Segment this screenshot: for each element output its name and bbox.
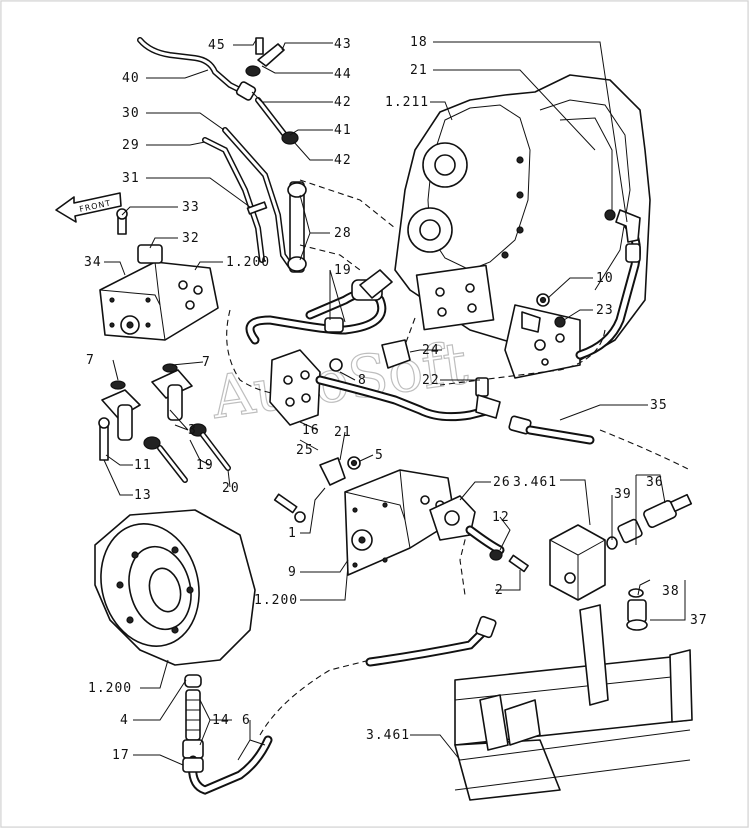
callout-32: 32 xyxy=(182,231,200,246)
callout-40: 40 xyxy=(122,71,140,86)
callout-22: 22 xyxy=(422,373,440,388)
callout-11: 11 xyxy=(134,458,152,473)
clamp-left xyxy=(143,436,161,450)
callout-8: 8 xyxy=(358,373,367,388)
motor-housing-1200 xyxy=(94,509,256,666)
bolt-1 xyxy=(273,493,298,514)
callout-34: 34 xyxy=(84,255,102,270)
valve-block-3461 xyxy=(549,524,606,601)
callout-9: 9 xyxy=(288,565,297,580)
valve-block-16 xyxy=(269,349,321,426)
callout-45: 45 xyxy=(208,38,226,53)
flange-22 xyxy=(521,311,541,333)
callout-19-lower: 19 xyxy=(196,458,214,473)
callout-28: 28 xyxy=(334,226,352,241)
fitting-42-44 xyxy=(235,37,285,101)
nut-12 xyxy=(489,549,503,561)
callout-1200-top: 1.200 xyxy=(226,255,270,270)
callout-31: 31 xyxy=(122,171,140,186)
callout-21-mid: 21 xyxy=(334,425,352,440)
washer-8 xyxy=(329,358,343,372)
callout-7-right: 7 xyxy=(202,355,211,370)
callout-19-top: 19 xyxy=(334,263,352,278)
pipe-40 xyxy=(137,37,243,93)
callout-35: 35 xyxy=(650,398,668,413)
callout-1200-bottom: 1.200 xyxy=(88,681,132,696)
fitting-36-39 xyxy=(606,493,693,550)
tube-41 xyxy=(255,97,299,145)
callout-39: 39 xyxy=(614,487,632,502)
callout-1200-mid: 1.200 xyxy=(254,593,298,608)
fitting-23 xyxy=(554,316,566,328)
callout-25: 25 xyxy=(296,443,314,458)
callout-2: 2 xyxy=(495,583,504,598)
callout-labels: 45 43 44 40 42 41 42 30 29 31 33 32 34 1… xyxy=(84,35,708,763)
callout-14: 14 xyxy=(212,713,230,728)
callout-26: 26 xyxy=(493,475,511,490)
callout-21-top: 21 xyxy=(410,63,428,78)
fittings-22-35 xyxy=(475,377,595,445)
callout-5: 5 xyxy=(375,448,384,463)
callout-38: 38 xyxy=(662,584,680,599)
flange-left xyxy=(101,380,141,441)
callout-42-upper: 42 xyxy=(334,95,352,110)
bracket-28 xyxy=(287,181,307,273)
bolt-11 xyxy=(99,424,109,461)
plug-37-38 xyxy=(626,588,648,631)
fitting-21 xyxy=(319,457,346,486)
pump-34 xyxy=(99,208,219,341)
pipe-29 xyxy=(202,137,265,263)
callout-24: 24 xyxy=(422,343,440,358)
callout-10: 10 xyxy=(596,271,614,286)
callout-29: 29 xyxy=(122,138,140,153)
callout-4: 4 xyxy=(120,713,129,728)
callout-30: 30 xyxy=(122,106,140,121)
bolt-2 xyxy=(508,554,529,573)
callout-43: 43 xyxy=(334,37,352,52)
pipe-30 xyxy=(222,127,295,271)
callout-3461-right: 3.461 xyxy=(513,475,557,490)
callout-1211: 1.211 xyxy=(385,95,429,110)
callout-17: 17 xyxy=(112,748,130,763)
callout-42-lower: 42 xyxy=(334,153,352,168)
callout-3461-bottom: 3.461 xyxy=(366,728,410,743)
callout-3: 3 xyxy=(188,423,197,438)
leader-lines xyxy=(103,39,686,766)
callout-37: 37 xyxy=(690,613,708,628)
callout-18: 18 xyxy=(410,35,428,50)
fitting-24 xyxy=(381,339,411,369)
callout-20: 20 xyxy=(222,481,240,496)
callout-41: 41 xyxy=(334,123,352,138)
callout-23: 23 xyxy=(596,303,614,318)
callout-13: 13 xyxy=(134,488,152,503)
callout-36: 36 xyxy=(646,475,664,490)
callout-44: 44 xyxy=(334,67,352,82)
callout-16: 16 xyxy=(302,423,320,438)
connector-26 xyxy=(429,495,505,555)
elbow-fitting-18 xyxy=(615,209,641,263)
callout-33: 33 xyxy=(182,200,200,215)
chassis-frame xyxy=(454,604,693,801)
callout-1: 1 xyxy=(288,526,297,541)
callout-6: 6 xyxy=(242,713,251,728)
hose-bend-19 xyxy=(324,269,393,333)
bolt-31 xyxy=(246,201,268,215)
front-arrow: FRONT xyxy=(55,192,122,223)
pump-9 xyxy=(344,469,456,576)
callout-7-left: 7 xyxy=(86,353,95,368)
callout-12: 12 xyxy=(492,510,510,525)
hose-14-6 xyxy=(182,674,273,795)
fitting-hose-end xyxy=(475,615,497,639)
